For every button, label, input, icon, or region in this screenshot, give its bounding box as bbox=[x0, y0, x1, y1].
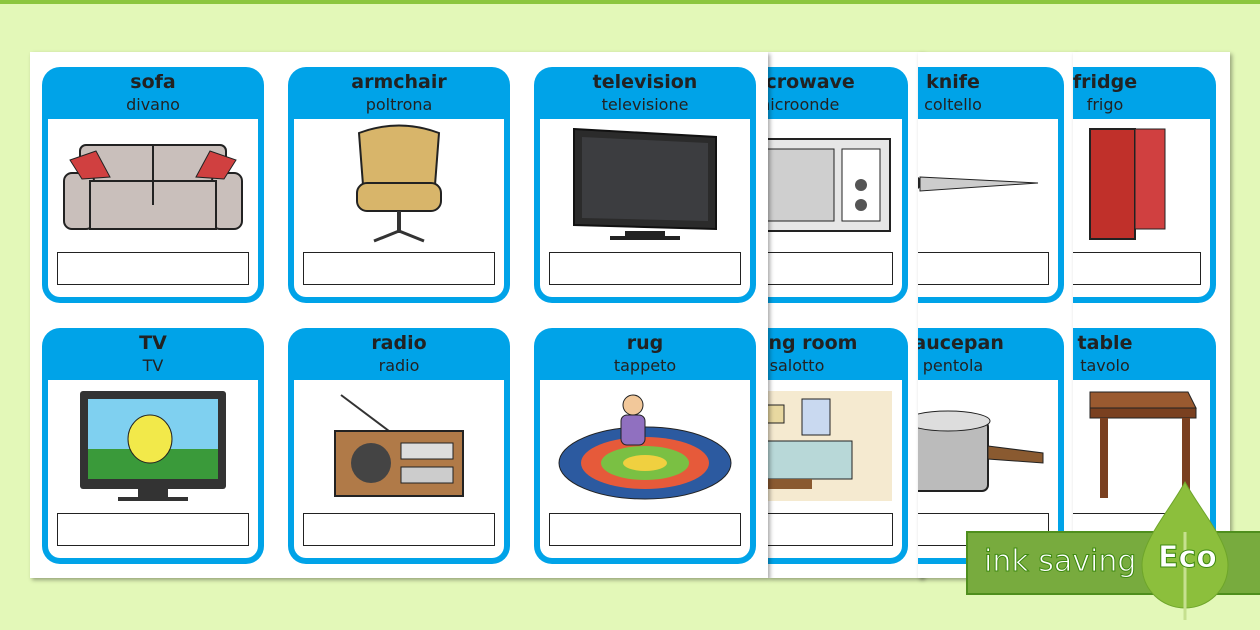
radio-icon bbox=[304, 384, 494, 508]
flashcard-radio: radio radio bbox=[288, 328, 510, 564]
english-word: sofa bbox=[130, 71, 176, 93]
english-word: table bbox=[1077, 332, 1133, 354]
italian-word: tavolo bbox=[1080, 356, 1130, 375]
table-icon bbox=[1073, 384, 1200, 508]
italian-word: radio bbox=[378, 356, 420, 375]
worksheet-page: microwave microonde living room salotto bbox=[768, 52, 923, 578]
italian-word: tappeto bbox=[613, 356, 677, 375]
top-bar bbox=[0, 0, 1260, 4]
write-in-box[interactable] bbox=[57, 252, 249, 285]
write-in-box[interactable] bbox=[57, 513, 249, 546]
fridge-icon bbox=[1073, 123, 1200, 247]
english-word: radio bbox=[371, 332, 427, 354]
write-in-box[interactable] bbox=[918, 252, 1049, 285]
italian-word: salotto bbox=[769, 356, 825, 375]
saucepan-icon bbox=[918, 384, 1048, 508]
write-in-box[interactable] bbox=[768, 252, 893, 285]
tv-cartoon-icon bbox=[58, 384, 248, 508]
sofa-icon bbox=[58, 123, 248, 247]
armchair-icon bbox=[304, 123, 494, 247]
english-word: microwave bbox=[768, 71, 855, 93]
living-room-icon bbox=[768, 384, 892, 508]
english-word: saucepan bbox=[918, 332, 1004, 354]
english-word: TV bbox=[139, 332, 167, 354]
flashcard-fridge: fridge frigo bbox=[1073, 67, 1216, 303]
italian-word: frigo bbox=[1086, 95, 1124, 114]
microwave-icon bbox=[768, 123, 892, 247]
television-icon bbox=[550, 123, 740, 247]
rug-icon bbox=[550, 384, 740, 508]
eco-label: Eco bbox=[1158, 540, 1218, 576]
italian-word: microonde bbox=[768, 95, 840, 114]
english-word: knife bbox=[926, 71, 980, 93]
flashcard-television: television televisione bbox=[534, 67, 756, 303]
write-in-box[interactable] bbox=[768, 513, 893, 546]
italian-word: pentola bbox=[922, 356, 984, 375]
english-word: armchair bbox=[351, 71, 447, 93]
write-in-box[interactable] bbox=[303, 513, 495, 546]
english-word: fridge bbox=[1073, 71, 1138, 93]
english-word: rug bbox=[626, 332, 664, 354]
flashcard-saucepan: saucepan pentola bbox=[918, 328, 1064, 564]
flashcard-rug: rug tappeto bbox=[534, 328, 756, 564]
worksheet-page: fridge frigo table tavolo bbox=[1073, 52, 1230, 578]
worksheet-page: knife coltello saucepan pentola bbox=[918, 52, 1076, 578]
flashcard-living-room: living room salotto bbox=[768, 328, 908, 564]
write-in-box[interactable] bbox=[549, 513, 741, 546]
italian-word: televisione bbox=[601, 95, 689, 114]
ink-saving-label: ink saving bbox=[983, 544, 1137, 580]
italian-word: coltello bbox=[924, 95, 982, 114]
flashcard-tv-cartoon: TV TV bbox=[42, 328, 264, 564]
write-in-box[interactable] bbox=[303, 252, 495, 285]
italian-word: divano bbox=[126, 95, 180, 114]
flashcard-knife: knife coltello bbox=[918, 67, 1064, 303]
italian-word: TV bbox=[142, 356, 164, 375]
write-in-box[interactable] bbox=[549, 252, 741, 285]
english-word: living room bbox=[768, 332, 858, 354]
english-word: television bbox=[592, 71, 698, 93]
flashcard-sofa: sofa divano bbox=[42, 67, 264, 303]
eco-leaf-icon: Eco bbox=[1140, 480, 1230, 620]
knife-icon bbox=[918, 123, 1048, 247]
flashcard-microwave: microwave microonde bbox=[768, 67, 908, 303]
flashcard-armchair: armchair poltrona bbox=[288, 67, 510, 303]
italian-word: poltrona bbox=[365, 95, 433, 114]
write-in-box[interactable] bbox=[1073, 252, 1201, 285]
